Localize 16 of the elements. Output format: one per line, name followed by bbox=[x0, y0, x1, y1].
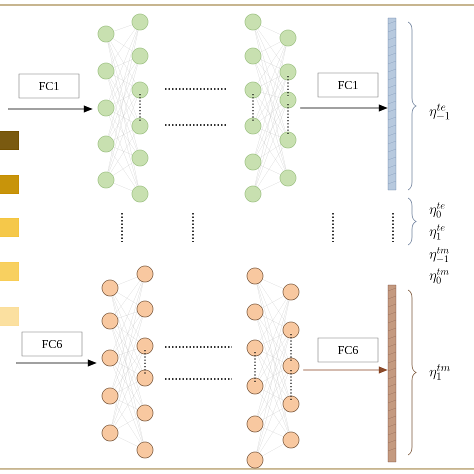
eta-label: $\eta_{0}^{tm}$ bbox=[430, 268, 449, 284]
vector-bar bbox=[388, 18, 396, 190]
edge-label: FC1 bbox=[18, 74, 80, 98]
eta-label: $\eta_{1}^{te}$ bbox=[430, 224, 445, 240]
eta-label: $\eta_{-1}^{te}$ bbox=[430, 104, 450, 120]
neural-network-drawing bbox=[246, 268, 300, 468]
eta-label: $\eta_{0}^{te}$ bbox=[430, 202, 445, 218]
neural-network-drawing bbox=[244, 14, 296, 202]
neural-network-drawing bbox=[102, 266, 154, 458]
neural-network-drawing bbox=[98, 14, 148, 202]
edge-label: FC6 bbox=[318, 338, 378, 362]
edge-label: FC6 bbox=[22, 332, 82, 356]
eta-label: $\eta_{-1}^{tm}$ bbox=[430, 247, 449, 262]
edge-label: FC1 bbox=[318, 72, 378, 98]
vector-bar bbox=[388, 284, 396, 462]
eta-label: $\eta_{1}^{tm}$ bbox=[430, 364, 450, 380]
